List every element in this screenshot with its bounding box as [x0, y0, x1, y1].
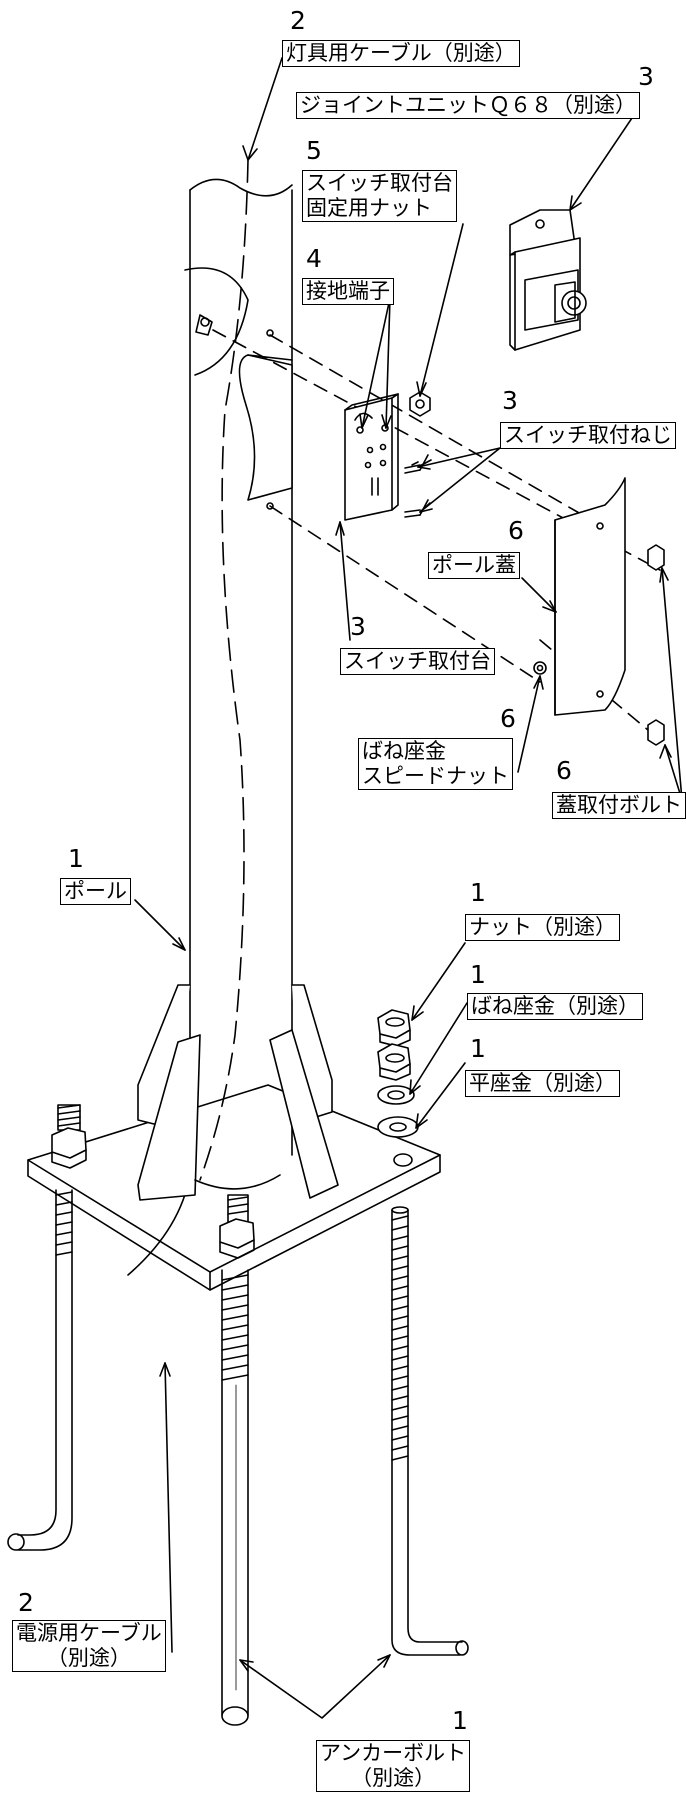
- cover-bolt-number: 6: [556, 756, 572, 785]
- pole-label: ポール: [60, 878, 131, 905]
- leader-lines: [134, 57, 683, 1719]
- nut-number: 1: [470, 878, 486, 907]
- speed-nut-label: ばね座金 スピードナット: [358, 738, 513, 790]
- joint-unit-number: 3: [638, 62, 654, 91]
- power-cable-number: 2: [18, 1588, 34, 1617]
- switch-nut-number: 5: [306, 136, 322, 165]
- nut-label: ナット（別途）: [465, 914, 620, 941]
- light-cable-number: 2: [290, 6, 306, 35]
- speed-nut-line1: ばね座金: [362, 739, 446, 763]
- pole-cover-label: ポール蓋: [428, 552, 520, 579]
- switch-screw-label: スイッチ取付ねじ: [500, 422, 676, 449]
- switch-nut-label: スイッチ取付台 固定用ナット: [302, 170, 457, 222]
- speed-nut-line2: スピードナット: [362, 764, 509, 788]
- speed-nut: [533, 661, 547, 675]
- anchor-bolt-back-right: [391, 1206, 469, 1656]
- spring-washer-number: 1: [470, 960, 486, 989]
- bolt-nut-left: [51, 1104, 87, 1169]
- flat-washer-number: 1: [470, 1034, 486, 1063]
- power-cable-line1: 電源用ケーブル: [16, 1621, 162, 1645]
- cover-bolts: [647, 544, 665, 746]
- joint-unit: [509, 209, 587, 351]
- switch-base: [344, 393, 399, 521]
- cover-bolt-label: 蓋取付ボルト: [552, 792, 686, 819]
- switch-screw-number: 3: [502, 386, 518, 415]
- anchor-bolt-line2: （別途）: [351, 1766, 436, 1790]
- switch-base-number: 3: [350, 612, 366, 641]
- power-cable-line2: （別途）: [46, 1646, 131, 1670]
- switch-nut-line2: 固定用ナット: [306, 196, 432, 220]
- anchor-bolt-line1: アンカーボルト: [320, 1741, 467, 1765]
- switch-base-nut: [409, 391, 431, 417]
- pole-bolt-hole: [184, 267, 249, 376]
- ground-terminal-number: 4: [306, 244, 322, 273]
- base-plate: [27, 1084, 441, 1291]
- spring-washer-label: ばね座金（別途）: [467, 993, 643, 1020]
- flat-washer-label: 平座金（別途）: [465, 1070, 620, 1097]
- speed-nut-number: 6: [500, 704, 516, 733]
- anchor-bolt-label: アンカーボルト （別途）: [316, 1740, 471, 1792]
- pole-cover: [554, 477, 626, 716]
- ground-terminal-label: 接地端子: [302, 278, 394, 305]
- anchor-bolt-number: 1: [452, 1706, 468, 1735]
- pole-screw-dots: [266, 329, 274, 510]
- light-cable-label: 灯具用ケーブル（別途）: [282, 40, 520, 67]
- pole-cover-number: 6: [508, 516, 524, 545]
- switch-nut-line1: スイッチ取付台: [306, 171, 453, 195]
- pole-number: 1: [68, 844, 84, 873]
- joint-unit-label: ジョイントユニットＱ６８（別途）: [296, 92, 640, 119]
- switch-base-label: スイッチ取付台: [340, 648, 495, 675]
- anchor-bolt-back-left: [7, 1189, 73, 1551]
- anchor-bolt-front: [221, 1269, 249, 1726]
- hardware-stack: [377, 1009, 419, 1138]
- power-cable-label: 電源用ケーブル （別途）: [12, 1620, 166, 1672]
- bolt-nut-front: [219, 1194, 255, 1259]
- pole: [137, 159, 339, 1201]
